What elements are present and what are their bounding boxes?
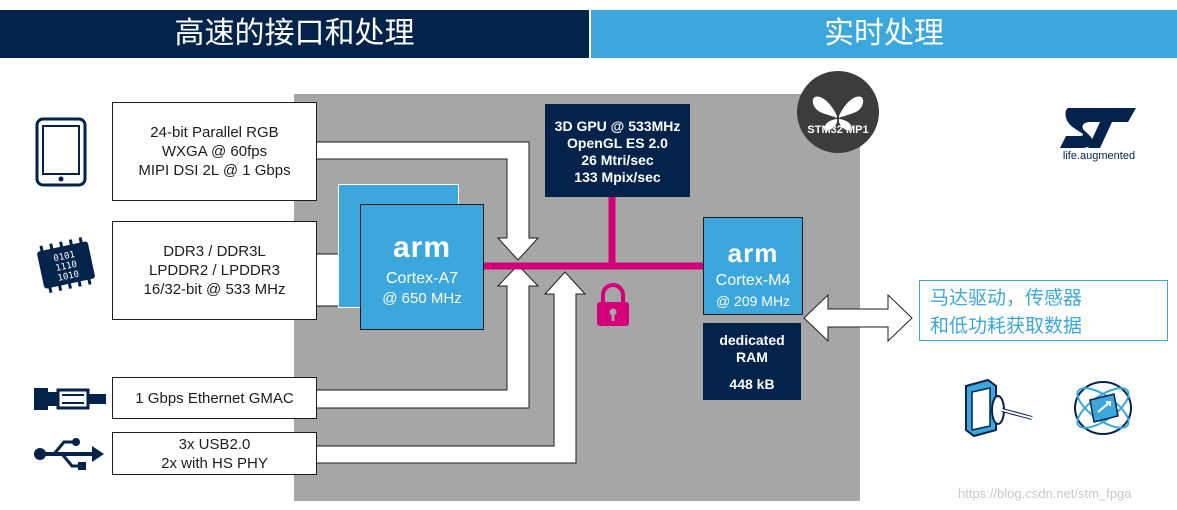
cortex-a7-block: arm Cortex-A7 @ 650 MHz (360, 204, 484, 330)
memory-line-2: LPDDR2 / LPDDR3 (149, 262, 280, 279)
ram-block: dedicated RAM 448 kB (703, 323, 801, 400)
header-left-title: 高速的接口和处理 (0, 10, 589, 58)
svg-text:0101: 0101 (53, 250, 76, 264)
watermark: https://blog.csdn.net/stm_fpga (958, 486, 1132, 501)
sensor-icon (1074, 381, 1132, 435)
gpu-line-1: 3D GPU @ 533MHz (554, 118, 681, 134)
realtime-note-line-1: 马达驱动，传感器 (930, 287, 1083, 309)
tablet-icon (35, 117, 87, 187)
display-line-1: 24-bit Parallel RGB (150, 124, 279, 141)
cortex-m4-freq: @ 209 MHz (715, 293, 791, 309)
ram-line-1: dedicated (719, 332, 785, 348)
badge-left-text: STM32 (807, 124, 843, 136)
usb-line-1: 3x USB2.0 (178, 435, 251, 453)
cortex-a7-brand: arm (392, 231, 452, 264)
header-right-title: 实时处理 (591, 10, 1177, 58)
usb-icon (34, 438, 104, 470)
cortex-a7-freq: @ 650 MHz (382, 290, 462, 307)
gpu-line-2: OpenGL ES 2.0 (567, 135, 668, 151)
cortex-m4-brand: arm (727, 238, 779, 268)
logo-tagline: life.augmented (1062, 150, 1136, 162)
st-logo-icon (1060, 108, 1136, 148)
usb-interface-box: 3x USB2.0 2x with HS PHY (112, 432, 317, 475)
realtime-note-line-2: 和低功耗获取数据 (930, 315, 1083, 337)
ram-line-2: RAM (736, 349, 768, 365)
gpu-line-4: 133 Mpix/sec (574, 169, 661, 185)
ethernet-arrow (315, 264, 540, 409)
display-line-2: WXGA @ 60fps (161, 143, 268, 160)
realtime-note-box: 马达驱动，传感器 和低功耗获取数据 (919, 280, 1168, 341)
cortex-m4-name: Cortex-M4 (715, 272, 791, 289)
stm32mp1-badge (797, 71, 879, 153)
ethernet-label: 1 Gbps Ethernet GMAC (135, 389, 294, 407)
svg-text:1110: 1110 (55, 260, 78, 274)
memory-chip-icon: 0101 1110 1010 (37, 237, 95, 294)
cortex-a7-name: Cortex-A7 (385, 270, 459, 287)
display-line-3: MIPI DSI 2L @ 1 Gbps (138, 162, 291, 179)
usb-line-2: 2x with HS PHY (161, 454, 268, 472)
usb-arrow (315, 271, 587, 464)
memory-line-3: 16/32-bit @ 533 MHz (143, 281, 286, 298)
gpu-line-3: 26 Mtri/sec (581, 152, 654, 168)
butterfly-icon (812, 96, 864, 131)
bidirectional-arrow (803, 293, 913, 343)
cortex-m4-block: arm Cortex-M4 @ 209 MHz (703, 217, 803, 315)
memory-interface-box: DDR3 / DDR3L LPDDR2 / LPDDR3 16/32-bit @… (112, 221, 317, 320)
ethernet-interface-box: 1 Gbps Ethernet GMAC (112, 377, 317, 419)
memory-line-1: DDR3 / DDR3L (163, 243, 266, 260)
padlock-icon (597, 283, 629, 326)
badge-right-text: MP1 (845, 124, 869, 136)
motor-icon (965, 378, 1033, 438)
ram-size: 448 kB (729, 376, 775, 392)
badge-text: STM32 MP1 (796, 124, 880, 136)
display-interface-box: 24-bit Parallel RGB WXGA @ 60fps MIPI DS… (112, 102, 317, 201)
svg-text:1010: 1010 (57, 270, 80, 284)
memory-arrow (315, 253, 341, 307)
gpu-block: 3D GPU @ 533MHz OpenGL ES 2.0 26 Mtri/se… (545, 104, 690, 197)
display-arrow (315, 141, 540, 261)
ethernet-cable-icon (34, 388, 106, 410)
